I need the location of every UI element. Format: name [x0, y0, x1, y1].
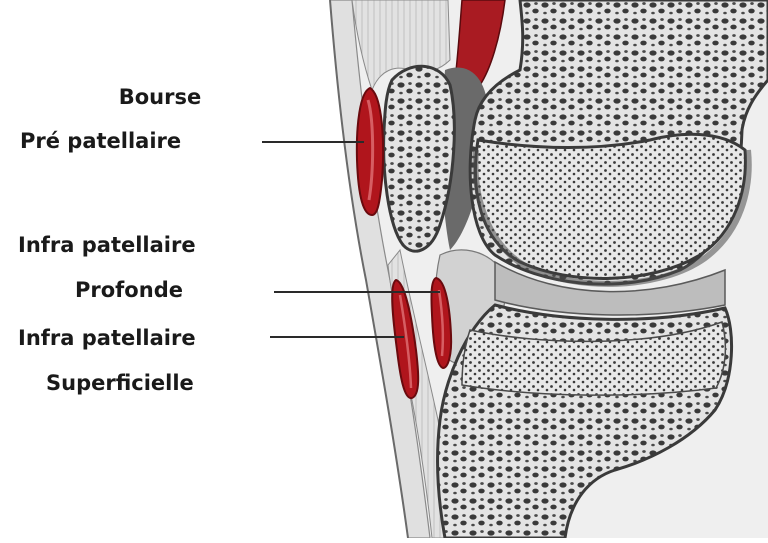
label-superficielle: Superficielle: [46, 370, 194, 396]
label-profonde: Profonde: [75, 277, 183, 303]
label-bourse: Bourse: [60, 84, 260, 110]
label-infra-patellaire-profonde-1: Infra patellaire: [18, 232, 196, 258]
label-infra-patellaire-superficielle-1: Infra patellaire: [18, 325, 196, 351]
label-pre-patellaire: Pré patellaire: [20, 128, 181, 154]
